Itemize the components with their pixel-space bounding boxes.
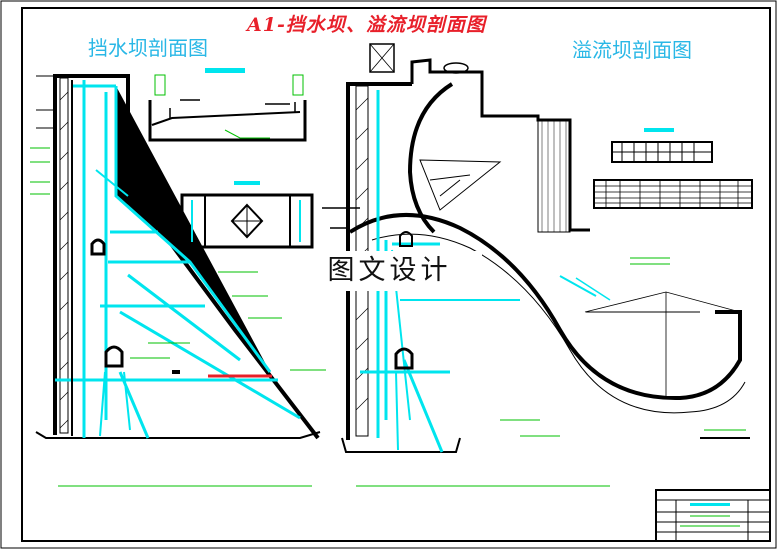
material-table [593, 128, 753, 209]
main-title: A1-挡水坝、溢流坝剖面图 [247, 14, 486, 36]
retaining-dam-section [30, 74, 326, 487]
gallery-detail [148, 68, 307, 142]
title-block [655, 489, 771, 542]
watermark-label: 图文设计 [297, 251, 482, 291]
gate-detail [180, 181, 314, 249]
retaining-dam-title: 挡水坝剖面图 [88, 36, 208, 60]
sheet-inner-border [21, 7, 771, 542]
overflow-dam-section [322, 43, 750, 487]
overflow-dam-title: 溢流坝剖面图 [572, 38, 692, 62]
